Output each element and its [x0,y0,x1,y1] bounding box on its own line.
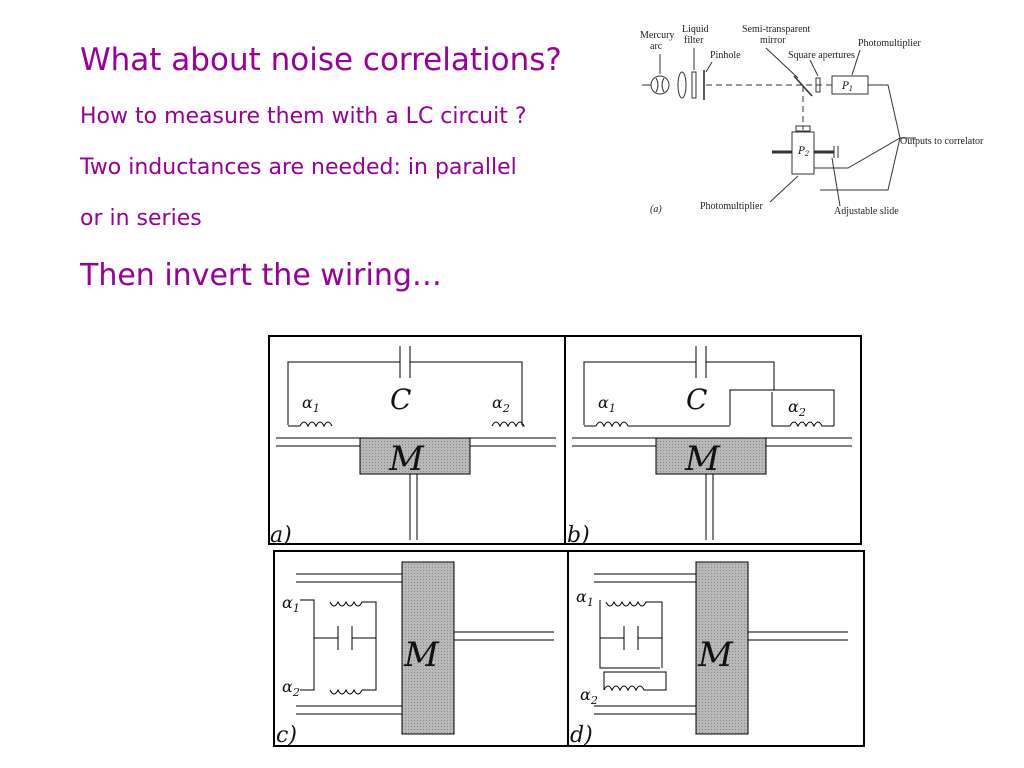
outputs-label: Outputs to correlator [900,136,984,147]
slide-title: What about noise correlations? [80,42,562,78]
pinhole-label: Pinhole [710,50,741,61]
question-line: How to measure them with a LC circuit ? [80,104,527,129]
lens [677,71,687,99]
panel-label-c-circuit: c) [276,723,297,748]
mixer-label-a: M [388,439,425,479]
mixer-label-c: M [403,635,440,675]
liquid-filter-label: Liquid [682,24,709,35]
panel-a-parallel [268,335,566,545]
alpha2-label-a: α2 [492,393,510,415]
mixer-label-b: M [684,439,721,479]
mercury-arc-label: Mercury [640,30,674,41]
photomultiplier-top-label: Photomultiplier [858,38,921,49]
panel-label-a-circuit: a) [270,523,292,548]
square-apertures-label: Square apertures [788,50,855,61]
alpha2-label-b: α2 [788,397,806,419]
adjustable-slide-label: Adjustable slide [834,206,899,217]
statement-line-continued: or in series [80,206,202,231]
panel-d-series-inverted [567,550,865,747]
alpha1-label-b: α1 [598,393,616,415]
p1-label: P1 [841,81,853,93]
apparatus-diagram: Mercury arc Liquid filter Pinhole Semi-t… [640,24,984,217]
square-aperture [815,77,821,93]
mirror-label: Semi-transparent [742,24,811,35]
capacitor-label-b: C [686,383,707,416]
alpha1-label-c: α1 [282,593,300,615]
mirror-label-2: mirror [760,35,786,46]
alpha2-label-c: α2 [282,677,300,699]
liquid-filter [691,71,697,99]
panel-c-series [273,550,569,747]
alpha2-label-d: α2 [580,685,598,707]
panel-label-d-circuit: d) [570,723,593,748]
statement-line: Two inductances are needed: in parallel [80,155,517,180]
conclusion-line: Then invert the wiring… [80,258,442,293]
mercury-arc-label-2: arc [650,41,663,52]
alpha1-label-a: α1 [302,393,320,415]
liquid-filter-label-2: filter [684,35,704,46]
panel-label-a: (a) [650,204,662,215]
panel-b-parallel-inverted [564,335,862,545]
p2-label: P2 [797,146,810,158]
alpha1-label-d: α1 [576,587,594,609]
mixer-label-d: M [697,635,734,675]
photomultiplier-bottom-label: Photomultiplier [700,201,763,212]
panel-label-b-circuit: b) [567,523,590,548]
capacitor-label-a: C [390,383,411,416]
